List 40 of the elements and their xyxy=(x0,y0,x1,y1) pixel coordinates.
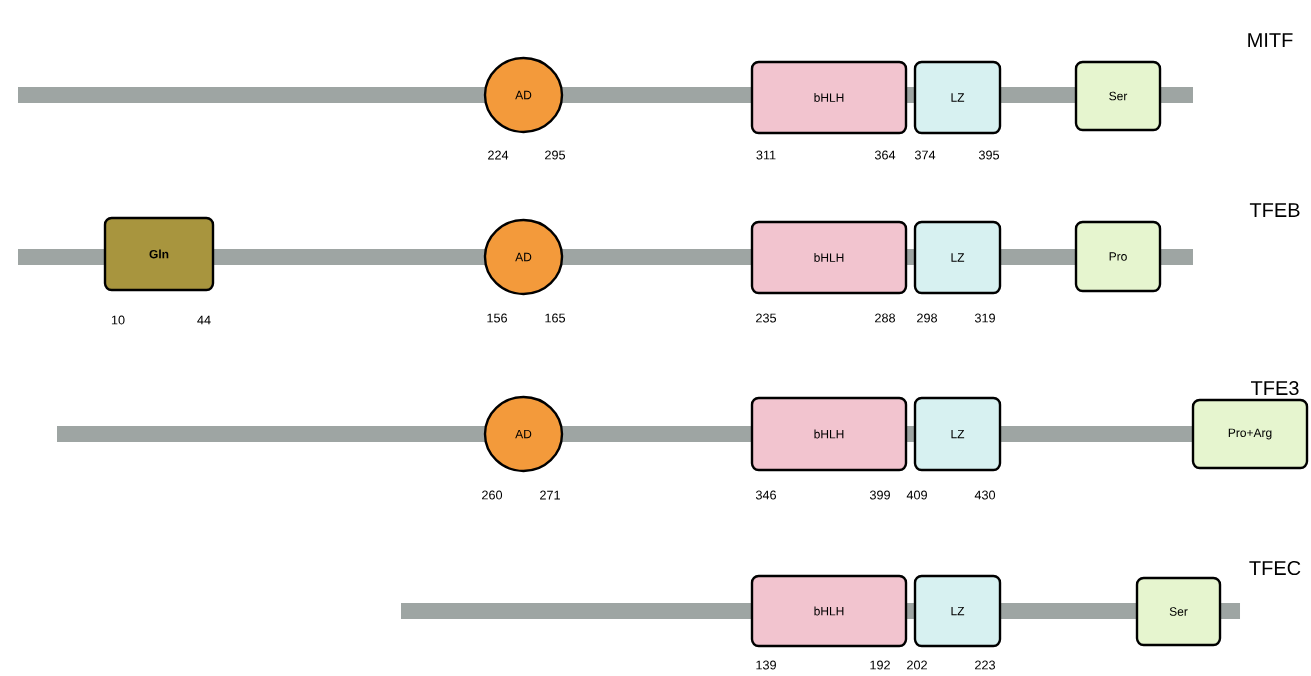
domain-box: Ser xyxy=(1135,576,1222,647)
protein-name: TFEC xyxy=(1249,560,1301,576)
residue-number: 192 xyxy=(870,660,890,670)
residue-number: 202 xyxy=(907,660,927,670)
residue-number: 319 xyxy=(974,313,995,323)
domain-box: Ser xyxy=(1074,60,1162,132)
domain-box: bHLH xyxy=(750,396,908,472)
residue-number: 295 xyxy=(545,150,566,160)
residue-number: 44 xyxy=(197,315,211,325)
domain-box: bHLH xyxy=(750,220,908,295)
residue-number: 10 xyxy=(111,315,125,325)
residue-number: 223 xyxy=(975,660,995,670)
residue-number: 399 xyxy=(869,490,890,500)
residue-number: 288 xyxy=(875,313,896,323)
residue-number: 165 xyxy=(545,313,566,323)
residue-number: 298 xyxy=(917,313,938,323)
domain-box: bHLH xyxy=(750,574,908,648)
domain-box: Pro xyxy=(1074,220,1162,293)
residue-number: 224 xyxy=(488,150,509,160)
domain-box: LZ xyxy=(913,220,1002,295)
residue-number: 260 xyxy=(482,490,503,500)
residue-number: 156 xyxy=(487,313,507,323)
domain-box: LZ xyxy=(913,574,1002,648)
protein-name: TFEB xyxy=(1249,203,1300,217)
residue-number: 374 xyxy=(914,150,936,160)
protein-name: MITF xyxy=(1248,33,1293,47)
residue-number: 139 xyxy=(756,660,776,670)
domain-box: Pro+Arg xyxy=(1191,398,1309,470)
residue-number: 271 xyxy=(540,490,560,500)
residue-number: 430 xyxy=(974,490,996,500)
domain-box: Gln xyxy=(103,216,215,292)
residue-number: 235 xyxy=(756,313,777,323)
domain-box: bHLH xyxy=(750,60,908,135)
residue-number: 395 xyxy=(978,150,1000,160)
residue-number: 409 xyxy=(906,490,927,500)
domain-box: LZ xyxy=(913,60,1002,135)
residue-number: 364 xyxy=(874,150,896,160)
residue-number: 311 xyxy=(756,150,776,160)
domain-box: LZ xyxy=(913,396,1002,472)
residue-number: 346 xyxy=(755,490,776,500)
